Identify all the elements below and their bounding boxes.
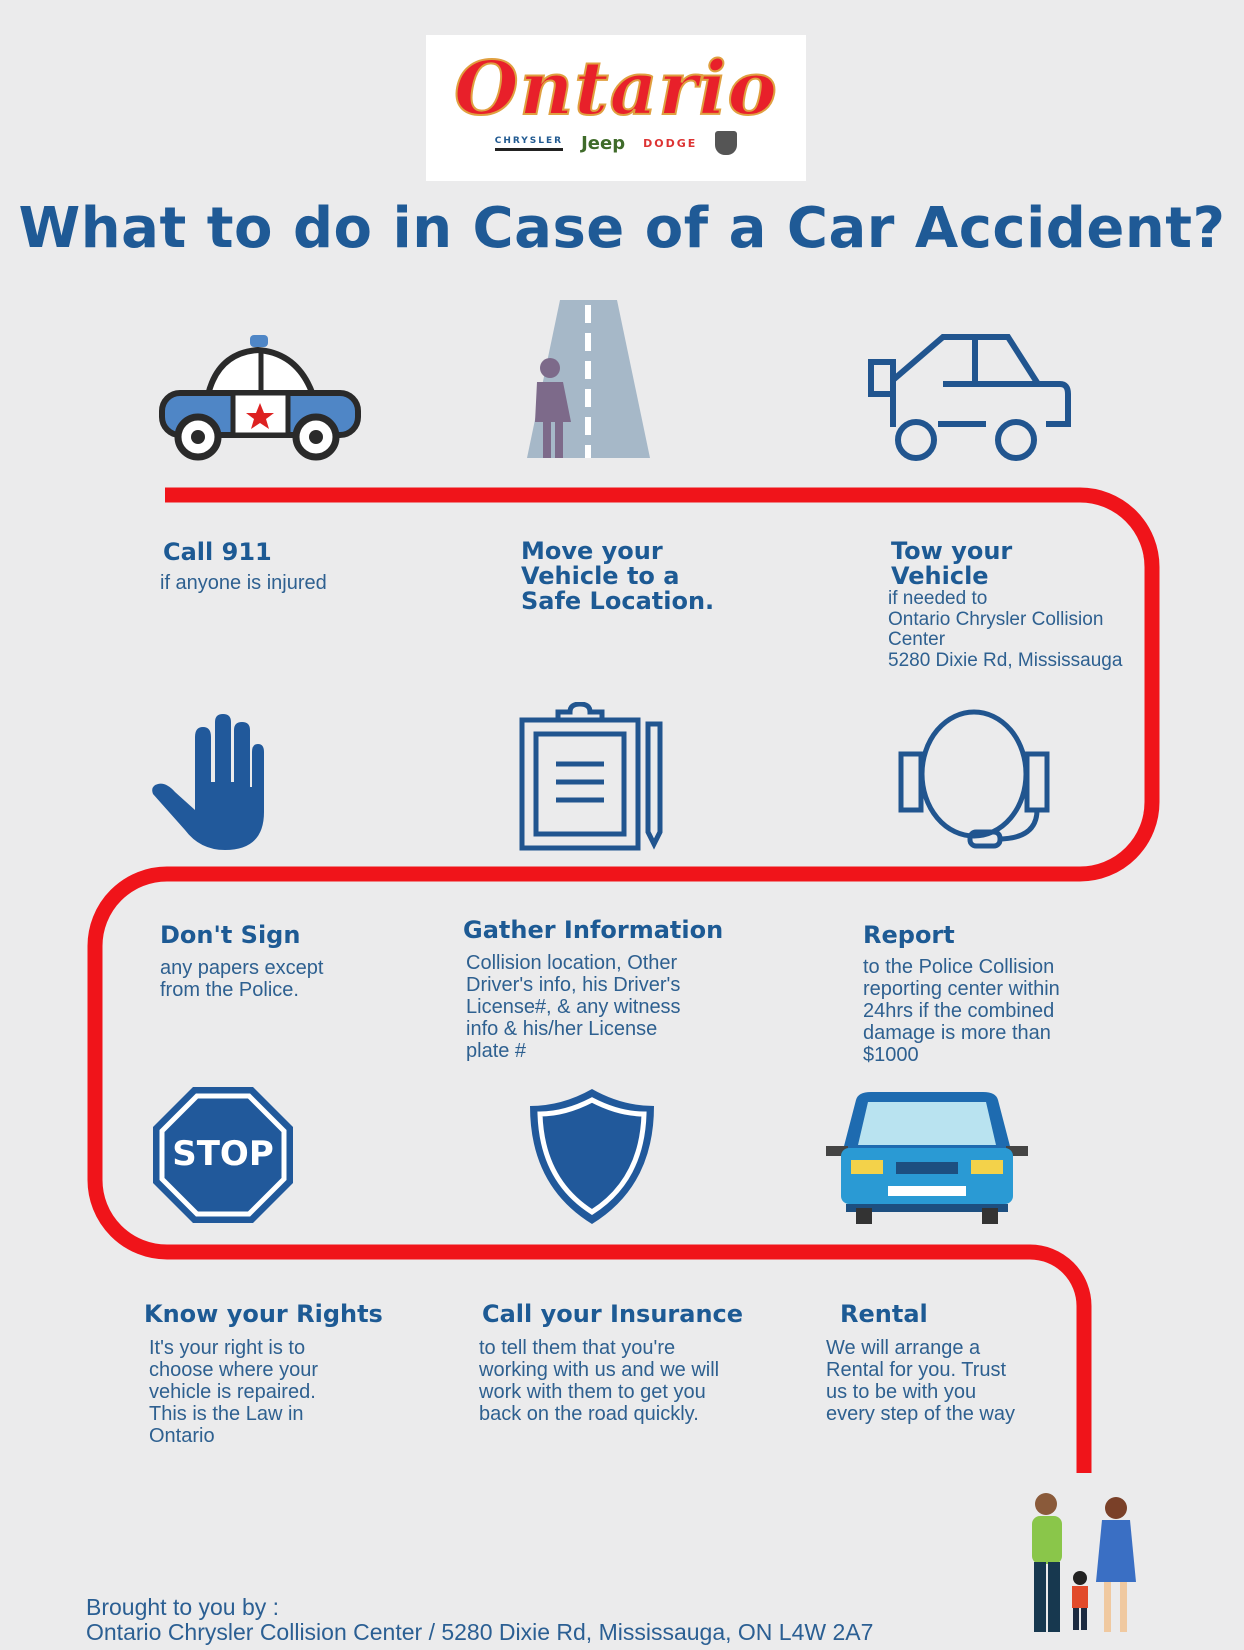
step-call-911-title: Call 911 xyxy=(163,538,272,566)
step-call-insurance-text: to tell them that you're working with us… xyxy=(479,1337,719,1425)
text-line: plate # xyxy=(466,1040,527,1062)
step-move-vehicle-title: Move your Vehicle to a Safe Location. xyxy=(521,539,714,614)
ontario-logo: Ontario CHRYSLER Jeep DODGE xyxy=(426,35,806,181)
text-line: Collision location, Other xyxy=(466,952,678,974)
step-rental-title: Rental xyxy=(840,1300,928,1328)
text-line: info & his/her License xyxy=(466,1018,658,1040)
page-title: What to do in Case of a Car Accident? xyxy=(18,196,1226,261)
title-line: Tow your xyxy=(891,537,1013,565)
footer-address: Ontario Chrysler Collision Center / 5280… xyxy=(86,1619,874,1645)
text-line: back on the road quickly. xyxy=(479,1403,699,1425)
brand-logos: CHRYSLER Jeep DODGE xyxy=(426,131,806,155)
text-line: vehicle is repaired. xyxy=(149,1381,316,1403)
road-pedestrian-icon xyxy=(527,300,650,458)
text-line: Center xyxy=(888,629,946,650)
step-dont-sign-text: any papers except from the Police. xyxy=(160,957,323,1001)
text-line: 24hrs if the combined xyxy=(863,1000,1055,1022)
text-line: working with us and we will xyxy=(479,1359,720,1381)
step-know-rights-title: Know your Rights xyxy=(144,1300,383,1328)
text-line: choose where your xyxy=(149,1359,318,1381)
step-gather-info-text: Collision location, Other Driver's info,… xyxy=(466,952,681,1062)
text-line: 5280 Dixie Rd, Mississauga xyxy=(888,649,1123,671)
text-line: reporting center within xyxy=(863,978,1060,1000)
hand-stop-icon xyxy=(152,714,264,850)
stop-sign-label: STOP xyxy=(172,1134,274,1174)
title-line: Move your xyxy=(521,537,663,565)
step-call-insurance-title: Call your Insurance xyxy=(482,1300,744,1328)
text-line: Ontario Chrysler Collision xyxy=(888,608,1104,630)
footer-line-1: Brought to you by : xyxy=(86,1594,280,1620)
text-line: Rental for you. Trust xyxy=(826,1359,1007,1381)
footer-credit: Brought to you by : Ontario Chrysler Col… xyxy=(86,1595,873,1645)
text-line: $1000 xyxy=(863,1044,919,1066)
step-dont-sign-title: Don't Sign xyxy=(160,921,301,949)
clipboard-icon xyxy=(519,702,663,851)
text-line: to the Police Collision xyxy=(863,956,1055,978)
tow-truck-icon xyxy=(868,334,1071,461)
text-line: damage is more than xyxy=(863,1022,1051,1044)
step-know-rights-text: It's your right is to choose where your … xyxy=(149,1337,318,1447)
headset-icon xyxy=(898,709,1050,849)
text-line: from the Police. xyxy=(160,979,299,1001)
text-line: if needed to xyxy=(888,588,988,609)
step-tow-text: if needed to Ontario Chrysler Collision … xyxy=(888,588,1123,671)
dodge-logo: DODGE xyxy=(643,136,698,150)
text-line: work with them to get you xyxy=(479,1381,706,1403)
text-line: any papers except xyxy=(160,957,324,979)
title-line: Vehicle xyxy=(891,562,989,590)
title-line: Vehicle to a xyxy=(521,562,680,590)
shield-icon xyxy=(530,1089,654,1224)
car-front-icon xyxy=(826,1092,1028,1224)
text-line: License#, & any witness xyxy=(466,996,681,1018)
text-line: This is the Law in xyxy=(149,1403,304,1425)
text-line: We will arrange a xyxy=(826,1337,981,1359)
step-rental-text: We will arrange a Rental for you. Trust … xyxy=(826,1337,1015,1425)
police-car-icon xyxy=(159,335,361,461)
step-tow-title: Tow your Vehicle xyxy=(891,539,1012,589)
text-line: Ontario xyxy=(149,1425,215,1447)
family-illustration xyxy=(1032,1493,1136,1632)
chrysler-logo: CHRYSLER xyxy=(494,136,564,151)
stop-sign-icon: STOP xyxy=(150,1084,296,1226)
step-report-text: to the Police Collision reporting center… xyxy=(863,956,1060,1066)
text-line: It's your right is to xyxy=(149,1337,306,1359)
text-line: every step of the way xyxy=(826,1403,1015,1425)
text-line: Driver's info, his Driver's xyxy=(466,974,681,996)
step-call-911-text: if anyone is injured xyxy=(160,572,327,594)
text-line: to tell them that you're xyxy=(479,1337,676,1359)
text-line: us to be with you xyxy=(826,1381,977,1403)
jeep-logo: Jeep xyxy=(581,132,626,154)
step-gather-info-title: Gather Information xyxy=(463,916,724,944)
step-report-title: Report xyxy=(863,921,955,949)
title-line: Safe Location. xyxy=(521,587,715,615)
ram-logo xyxy=(715,131,738,155)
logo-wordmark: Ontario xyxy=(453,45,778,133)
